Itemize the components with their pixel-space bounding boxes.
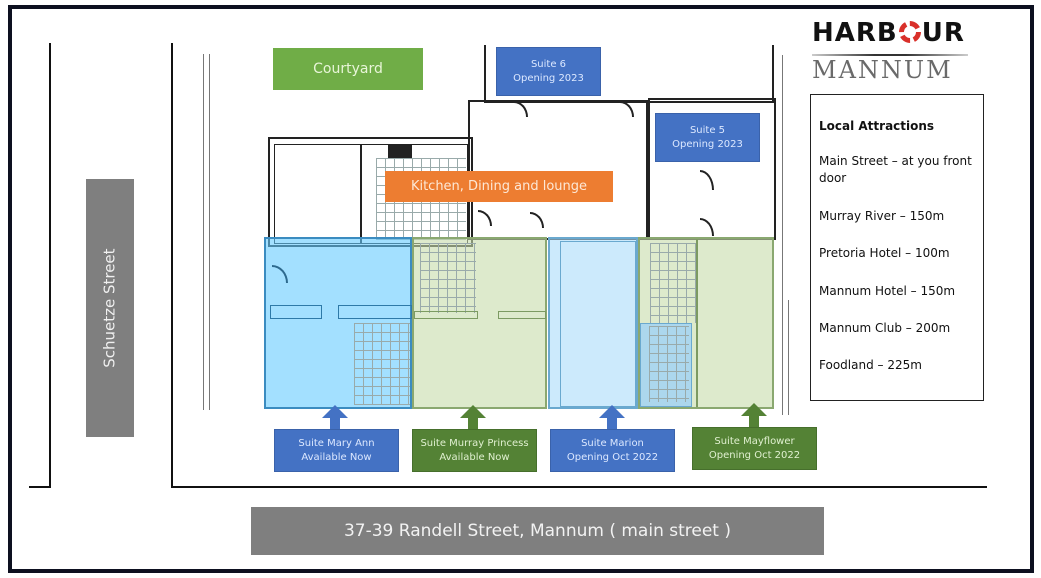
right-boundary <box>782 55 783 415</box>
arrow-up-icon <box>460 405 486 418</box>
courtyard-label: Courtyard <box>273 48 423 90</box>
arrow-stem <box>468 417 478 429</box>
suite-name: Suite Mary Ann <box>298 438 375 449</box>
randell-street-label: 37-39 Randell Street, Mannum ( main stre… <box>251 507 824 555</box>
right-boundary-2 <box>788 300 789 415</box>
arrow-stem <box>607 417 617 429</box>
suite5-status: Opening 2023 <box>672 138 743 150</box>
logo-text-right: UR <box>921 18 965 48</box>
suite-name: Suite Murray Princess <box>420 438 529 449</box>
suite-status: Available Now <box>301 451 372 463</box>
logo-mannum: MANNUM <box>812 56 953 84</box>
door-icon <box>272 265 288 283</box>
attraction-item: Murray River – 150m <box>819 208 945 223</box>
schuetze-street-label: Schuetze Street <box>86 179 134 437</box>
suite-name: Suite Marion <box>581 438 644 449</box>
room-suite-murray-princess[interactable] <box>412 237 547 409</box>
appliance-icon <box>388 144 412 158</box>
attraction-item: Main Street – at you front door <box>819 154 972 186</box>
attraction-item: Mannum Club – 200m <box>819 320 951 335</box>
fence-line-2 <box>209 54 210 410</box>
suite5-name: Suite 5 <box>689 125 726 136</box>
property-edge-left <box>171 43 173 488</box>
wall-partition <box>414 311 478 319</box>
wall-suite6 <box>484 45 774 103</box>
arrow-stem <box>749 415 759 427</box>
attractions-title: Local Attractions <box>819 119 935 133</box>
wall-partition <box>498 311 546 319</box>
street-edge-left-bottom <box>29 486 51 488</box>
logo-divider <box>812 54 968 56</box>
logo-text-left: HARB <box>812 18 898 48</box>
suite-status: Opening Oct 2022 <box>566 451 659 463</box>
arrow-stem <box>330 417 340 429</box>
property-edge-bottom <box>171 486 987 488</box>
suite6-name: Suite 6 <box>530 59 567 70</box>
suite-status: Available Now <box>439 451 510 463</box>
room-suite-mary-ann[interactable] <box>264 237 412 409</box>
lifebuoy-icon <box>898 21 921 43</box>
room-suite-marion-bath <box>640 323 692 407</box>
fence-line-1 <box>203 54 204 410</box>
arrow-up-icon <box>741 403 767 416</box>
wall-central-hall <box>468 100 648 240</box>
room-suite-mayflower[interactable] <box>638 237 774 409</box>
suite5-label[interactable]: Suite 5 Opening 2023 <box>655 113 760 162</box>
suite6-label[interactable]: Suite 6 Opening 2023 <box>496 47 601 96</box>
arrow-up-icon <box>322 405 348 418</box>
bathroom-tiles <box>354 323 410 405</box>
wall-partition <box>696 239 698 407</box>
suite6-status: Opening 2023 <box>513 72 584 84</box>
schuetze-street-text: Schuetze Street <box>100 248 119 368</box>
attraction-item: Mannum Hotel – 150m <box>819 283 956 298</box>
wall-partition <box>270 305 322 319</box>
suite-status: Opening Oct 2022 <box>708 449 801 461</box>
logo-harbour: HARB UR <box>812 18 965 48</box>
bathroom-tiles <box>649 326 689 402</box>
room-suite-marion[interactable] <box>548 237 638 409</box>
attraction-item: Pretoria Hotel – 100m <box>819 246 950 261</box>
wall-inner-west <box>274 144 362 244</box>
bathroom-tiles <box>650 243 696 323</box>
bathroom-tiles <box>420 243 476 313</box>
local-attractions-panel: Local Attractions Main Street – at you f… <box>810 94 984 401</box>
kitchen-text: Kitchen, Dining and lounge <box>410 178 588 194</box>
arrow-up-icon <box>599 405 625 418</box>
wall-partition <box>338 305 412 319</box>
attraction-item: Foodland – 225m <box>819 358 922 373</box>
randell-street-text: 37-39 Randell Street, Mannum ( main stre… <box>343 520 732 541</box>
suite-name: Suite Mayflower <box>714 436 795 447</box>
courtyard-text: Courtyard <box>313 60 383 77</box>
wall-partition <box>560 241 636 407</box>
kitchen-label: Kitchen, Dining and lounge <box>385 171 613 202</box>
street-edge-left <box>49 43 51 488</box>
